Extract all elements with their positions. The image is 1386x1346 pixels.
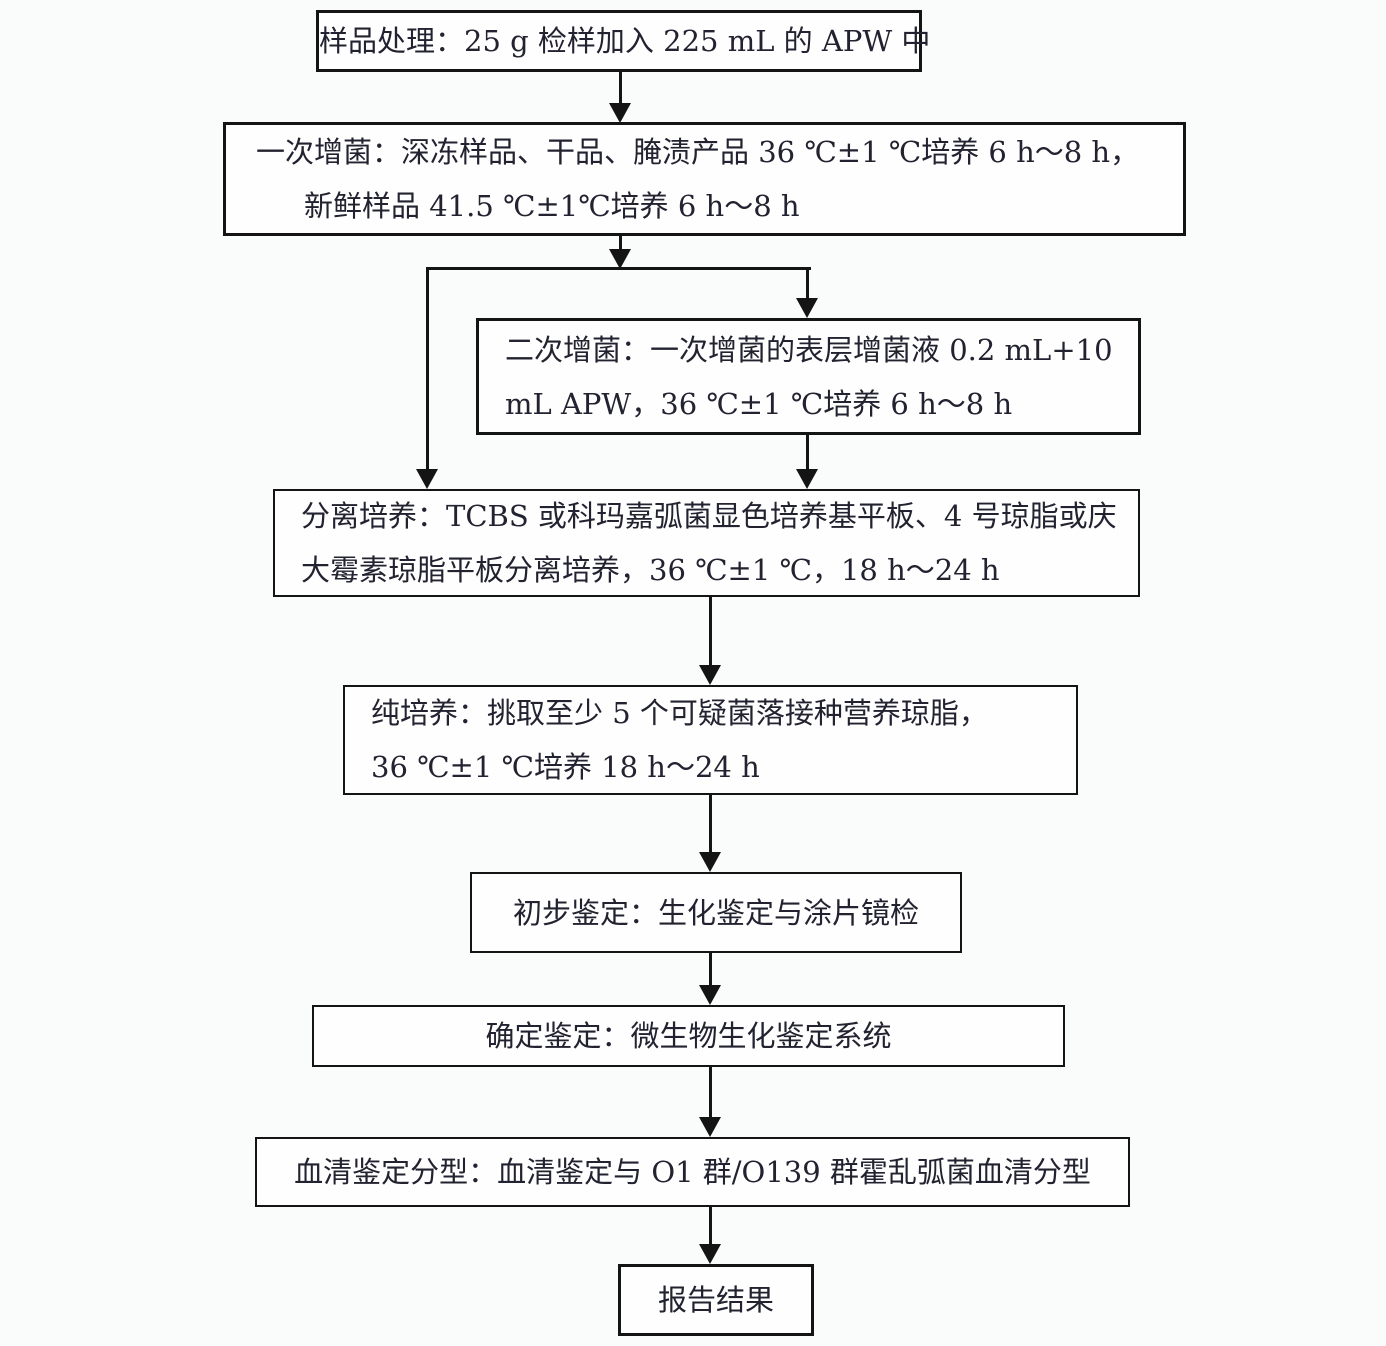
connector-line [709,1067,712,1118]
arrowhead-icon [699,1244,721,1264]
arrowhead-icon [796,298,818,318]
node-label: 大霉素琼脂平板分离培养，36 ℃±1 ℃，18 h～24 h [301,553,1000,587]
arrowhead-icon [699,985,721,1005]
connector-line [709,1207,712,1245]
node-label: 报告结果 [657,1283,774,1317]
node-label: 新鲜样品 41.5 ℃±1℃培养 6 h～8 h [304,189,800,223]
node-label: 二次增菌：一次增菌的表层增菌液 0.2 mL+10 [505,332,1113,367]
branch-line [427,267,811,270]
arrowhead-icon [699,665,721,685]
node-preliminary-identification: 初步鉴定：生化鉴定与涂片镜检 [470,872,962,953]
node-label: 分离培养：TCBS 或科玛嘉弧菌显色培养基平板、4 号琼脂或庆 [301,499,1117,533]
node-label: 确定鉴定：微生物生化鉴定系统 [485,1019,892,1053]
node-isolation-culture: 分离培养：TCBS 或科玛嘉弧菌显色培养基平板、4 号琼脂或庆 大霉素琼脂平板分… [273,489,1140,597]
arrowhead-icon [699,852,721,872]
node-serological-typing: 血清鉴定分型：血清鉴定与 O1 群/O139 群霍乱弧菌血清分型 [255,1137,1130,1207]
node-report-results: 报告结果 [618,1264,814,1336]
node-label: 纯培养：挑取至少 5 个可疑菌落接种营养琼脂， [371,696,988,730]
arrowhead-icon [699,1117,721,1137]
connector-line [619,72,622,104]
node-label: 36 ℃±1 ℃培养 18 h～24 h [371,750,760,784]
connector-line [806,267,809,301]
connector-line [426,267,429,470]
connector-line [709,953,712,986]
connector-line [709,795,712,853]
connector-line [806,435,809,470]
node-confirmed-identification: 确定鉴定：微生物生化鉴定系统 [312,1005,1065,1067]
node-label: 样品处理：25 g 检样加入 225 mL 的 APW 中 [319,24,931,58]
node-pure-culture: 纯培养：挑取至少 5 个可疑菌落接种营养琼脂， 36 ℃±1 ℃培养 18 h～… [343,685,1078,795]
node-secondary-enrichment: 二次增菌：一次增菌的表层增菌液 0.2 mL+10 mL APW，36 ℃±1 … [476,318,1141,435]
node-label: 初步鉴定：生化鉴定与涂片镜检 [512,895,919,930]
node-label: mL APW，36 ℃±1 ℃培养 6 h～8 h [505,386,1013,421]
arrowhead-icon [796,469,818,489]
node-label: 一次增菌：深冻样品、干品、腌渍产品 36 ℃±1 ℃培养 6 h～8 h， [256,135,1140,169]
connector-line [709,597,712,666]
connector-line [619,236,622,251]
arrowhead-icon [416,469,438,489]
arrowhead-icon [609,103,631,123]
arrowhead-icon [609,249,631,269]
node-label: 血清鉴定分型：血清鉴定与 O1 群/O139 群霍乱弧菌血清分型 [294,1155,1091,1189]
node-sample-processing: 样品处理：25 g 检样加入 225 mL 的 APW 中 [316,10,931,72]
node-primary-enrichment: 一次增菌：深冻样品、干品、腌渍产品 36 ℃±1 ℃培养 6 h～8 h， 新鲜… [223,122,1186,236]
